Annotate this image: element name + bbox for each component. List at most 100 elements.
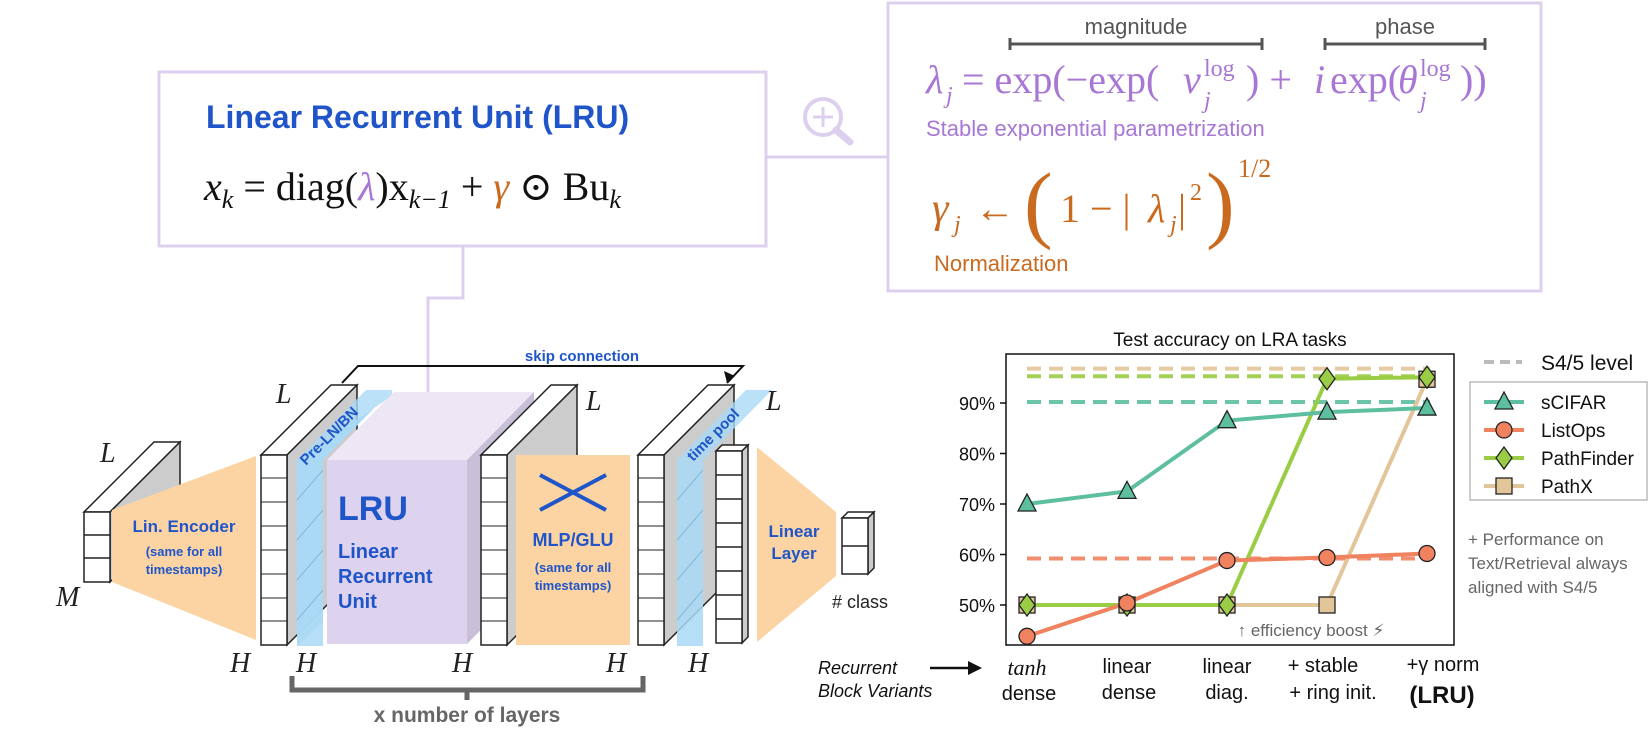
data-point-pathfinder [1018, 592, 1036, 618]
dim-L-input: L [99, 438, 116, 469]
svg-text:ν: ν [1183, 57, 1201, 102]
hidden-stack-2-lines [481, 477, 507, 622]
data-point-listops [1018, 627, 1036, 645]
gamma-equation: γ j ← ( 1 − | λ j | 2 ) 1/2 [932, 154, 1271, 251]
lambda-equation: λ j = exp(−exp( ν log j ) + i exp( θ log… [925, 56, 1487, 114]
class-output [840, 510, 876, 576]
chart-series-group [1016, 365, 1438, 645]
xtick-1-line1: tanh [1007, 655, 1046, 680]
hidden-stack-3-lines [638, 477, 664, 622]
svg-text:θ: θ [1398, 57, 1418, 102]
dim-H-stack2: H [451, 648, 474, 679]
hidden-stack-1-lines [261, 477, 287, 622]
data-point-pathfinder [1318, 366, 1336, 391]
legend-label: sCIFAR [1541, 393, 1606, 414]
data-point-listops [1318, 548, 1336, 567]
ytick-label: 60% [959, 546, 995, 566]
data-point-pathfinder [1418, 365, 1436, 390]
legend-marker [1495, 421, 1513, 439]
y-axis: 50%60%70%80%90% [959, 394, 1006, 616]
lru-cube-front [327, 460, 467, 644]
encoder-block [112, 456, 256, 640]
svg-text:)): )) [1460, 57, 1487, 102]
preln-top [297, 390, 392, 460]
param-box-border [886, 1, 1543, 293]
lru-equation-panel: Linear Recurrent Unit (LRU) xk = diag(λ)… [157, 70, 888, 420]
linear-layer-label1: Linear [768, 522, 819, 541]
gamma-caption: Normalization [934, 251, 1069, 276]
mlp-sub2: timestamps) [535, 578, 612, 593]
class-label: # class [832, 592, 888, 612]
xtick-5-line2: (LRU) [1409, 682, 1474, 709]
note-line1: + Performance on [1468, 530, 1604, 549]
lru-equation: xk = diag(λ)xk−1 + γ ⊙ Buk [203, 164, 621, 214]
svg-text:j: j [951, 212, 961, 238]
data-point-listops [1118, 594, 1136, 612]
svg-text:j: j [943, 83, 953, 109]
mlp-block [516, 455, 630, 645]
data-point-scifar [1116, 479, 1138, 500]
x-axis-labels: tanh dense linear dense linear diag. + s… [1002, 654, 1480, 709]
variants-label-line2: Block Variants [818, 681, 932, 701]
dim-L-stack1: L [275, 379, 292, 410]
xtick-3-line2: diag. [1205, 682, 1248, 704]
data-point-scifar [1016, 492, 1038, 512]
xtick-4-line1: + stable [1288, 655, 1359, 677]
mlp-title: MLP/GLU [533, 530, 614, 550]
encoder-title: Lin. Encoder [133, 517, 236, 536]
data-point-scifar [1316, 400, 1338, 420]
legend-label: PathFinder [1541, 449, 1635, 470]
encoder-sub1: (same for all [146, 544, 223, 559]
svg-text:|: | [1178, 186, 1186, 231]
svg-text:exp(: exp( [1330, 57, 1401, 102]
lru-title: Linear Recurrent Unit (LRU) [206, 99, 629, 135]
data-point-scifar [1216, 409, 1238, 429]
skip-arrow-head [724, 371, 735, 383]
lru-cube-sub1: Linear [338, 541, 398, 563]
phase-label: phase [1375, 14, 1435, 39]
svg-text:γ: γ [932, 186, 950, 232]
dim-H-timepool: H [687, 648, 710, 679]
variants-arrow-head [968, 661, 982, 675]
svg-text:i: i [1314, 57, 1325, 102]
ytick-label: 80% [959, 445, 995, 465]
svg-text:= exp(−exp(: = exp(−exp( [962, 57, 1159, 102]
preln-hatch [296, 469, 324, 621]
svg-text:2: 2 [1190, 180, 1202, 206]
data-point-listops [1418, 544, 1436, 563]
zoom-in-icon [803, 97, 854, 146]
ytick-label: 50% [959, 596, 995, 616]
data-point-pathfinder [1218, 592, 1236, 618]
legend-label: PathX [1541, 477, 1593, 498]
timepool-hatch [676, 469, 704, 621]
timepool-slab [677, 460, 703, 646]
mlp-sub1: (same for all [535, 560, 612, 575]
svg-text:) +: ) + [1246, 57, 1292, 102]
svg-text:1/2: 1/2 [1238, 154, 1271, 183]
efficiency-annotation: ↑ efficiency boost ⚡ [1238, 621, 1385, 640]
svg-text:log: log [1420, 56, 1451, 82]
lru-connector-line [426, 246, 465, 420]
linear-layer-block [757, 447, 836, 642]
magnitude-label: magnitude [1085, 14, 1188, 39]
svg-text:log: log [1204, 56, 1235, 82]
data-point-scifar [1416, 396, 1438, 416]
svg-text:←: ← [975, 186, 1015, 231]
data-point-pathx [1318, 596, 1336, 614]
phase-bracket [1323, 38, 1487, 50]
legend-s45-label: S4/5 level [1541, 352, 1633, 375]
dim-H-stack3: H [605, 648, 628, 679]
legend-marker [1495, 445, 1513, 471]
skip-connection-arrow [341, 365, 746, 384]
xtick-1-line2: dense [1002, 683, 1057, 705]
skip-connection-label: skip connection [525, 348, 639, 365]
layers-bracket [289, 676, 646, 700]
xtick-2-line1: linear [1103, 656, 1152, 678]
parametrization-panel: magnitude phase λ j = exp(−exp( ν log j … [886, 1, 1543, 293]
preln-face [297, 460, 323, 646]
svg-text:j: j [1201, 88, 1211, 114]
xtick-4-line2: + ring init. [1289, 682, 1376, 704]
xtick-5-line1: +γ norm [1407, 654, 1480, 676]
architecture-diagram: skip connection L M Lin. Encoder (same f… [55, 348, 888, 727]
